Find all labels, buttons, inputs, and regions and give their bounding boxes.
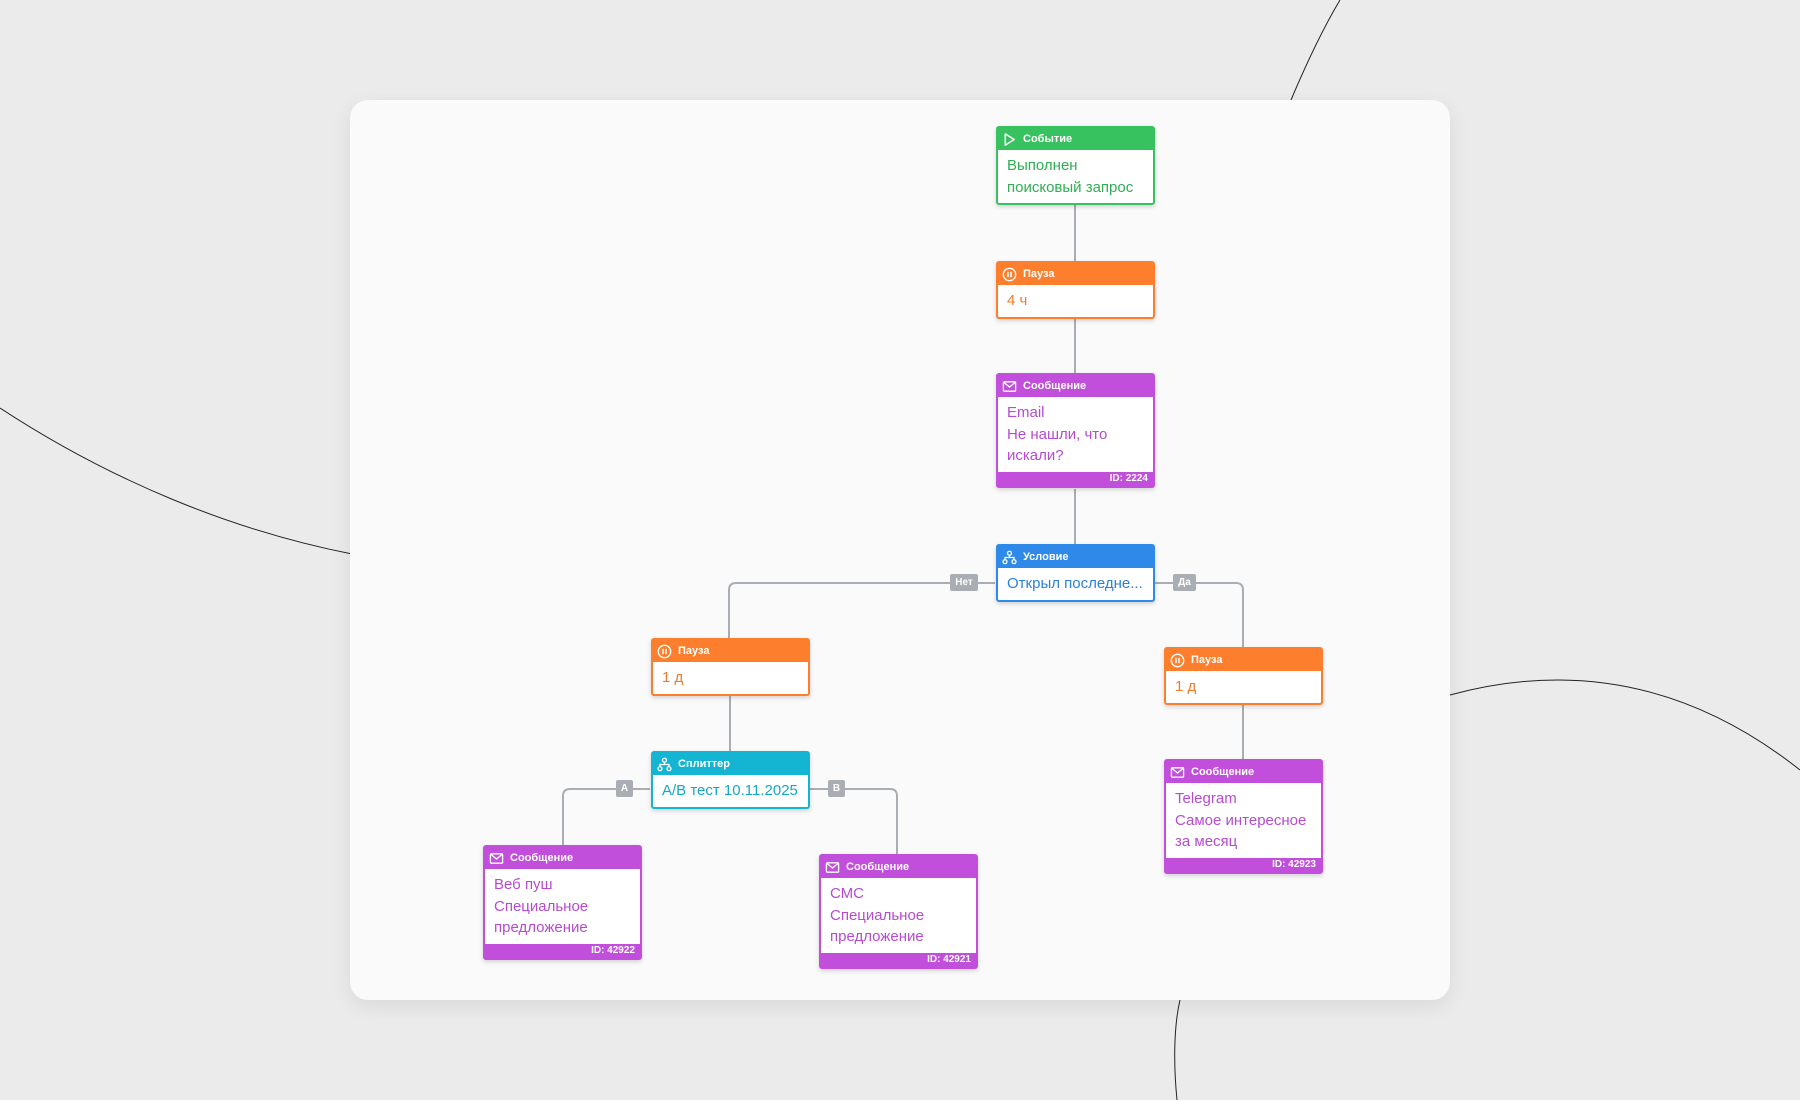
branch-label-no: Нет [950,574,978,591]
node-type-label: Пауза [1023,268,1055,280]
node-text: Открыл последне... [1007,575,1143,592]
node-text: 4 ч [1007,292,1028,309]
node-message-telegram[interactable]: Сообщение Telegram Самое интересное за м… [1164,759,1323,874]
envelope-icon [825,861,840,873]
node-text: Telegram Самое интересное за месяц [1175,790,1307,850]
node-header: Сообщение [821,856,976,878]
pause-icon [1002,267,1017,281]
node-type-label: Пауза [678,645,710,657]
node-header: Сообщение [485,847,640,869]
node-splitter[interactable]: Сплиттер A/B тест 10.11.2025 [651,751,810,809]
node-header: Условие [998,546,1153,568]
node-pause-right[interactable]: Пауза 1 д [1164,647,1323,705]
node-text: 1 д [1175,678,1197,695]
node-type-label: Сообщение [1191,766,1255,778]
play-icon [1004,132,1015,146]
node-header: Сплиттер [653,753,808,775]
node-pause-left[interactable]: Пауза 1 д [651,638,810,696]
envelope-icon [1002,380,1017,392]
branch-label-yes: Да [1173,574,1196,591]
node-message-email[interactable]: Сообщение Email Не нашли, что искали? ID… [996,373,1155,488]
node-id: ID: 42921 [821,952,976,967]
envelope-icon [489,852,504,864]
node-text: Email Не нашли, что искали? [1007,404,1108,464]
node-header: Пауза [998,263,1153,285]
node-text: Выполнен поисковый запрос [1007,157,1134,196]
node-id: ID: 2224 [998,471,1153,486]
node-header: Сообщение [1166,761,1321,783]
node-message-sms[interactable]: Сообщение СМС Специальное предложение ID… [819,854,978,969]
node-event[interactable]: Событие Выполнен поисковый запрос [996,126,1155,205]
hierarchy-icon [657,757,672,771]
node-id: ID: 42922 [485,943,640,958]
node-type-label: Сообщение [510,852,574,864]
node-type-label: Условие [1023,551,1069,563]
node-condition[interactable]: Условие Открыл последне... [996,544,1155,602]
node-text: A/B тест 10.11.2025 [662,782,798,799]
envelope-icon [1170,766,1185,778]
pause-icon [657,644,672,658]
hierarchy-icon [1002,550,1017,564]
node-pause-4h[interactable]: Пауза 4 ч [996,261,1155,319]
node-message-webpush[interactable]: Сообщение Веб пуш Специальное предложени… [483,845,642,960]
node-type-label: Пауза [1191,654,1223,666]
branch-label-a: A [616,780,633,797]
node-header: Пауза [1166,649,1321,671]
pause-icon [1170,653,1185,667]
node-type-label: Сообщение [846,861,910,873]
node-header: Пауза [653,640,808,662]
node-header: Сообщение [998,375,1153,397]
branch-label-b: B [828,780,845,797]
node-text: 1 д [662,669,684,686]
node-type-label: Сообщение [1023,380,1087,392]
node-text: Веб пуш Специальное предложение [494,876,589,936]
node-type-label: Событие [1023,133,1073,145]
node-type-label: Сплиттер [678,758,730,770]
node-text: СМС Специальное предложение [830,885,925,945]
node-header: Событие [998,128,1153,150]
node-id: ID: 42923 [1166,857,1321,872]
